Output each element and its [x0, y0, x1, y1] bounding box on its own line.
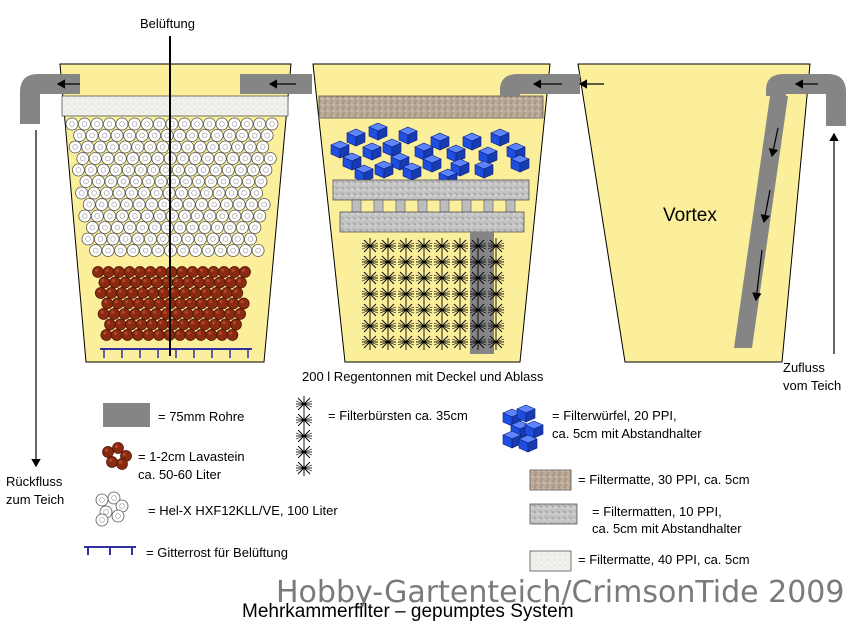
tank-2-riser-pipe — [470, 232, 494, 354]
filter-mat-10ppi-upper — [332, 179, 530, 201]
flow-arrows — [31, 79, 839, 468]
filter-mat-40ppi — [61, 95, 289, 117]
legend-helix-text: = Hel-X HXF12KLL/VE, 100 Liter — [148, 503, 338, 518]
filter-mat-10ppi-lower — [339, 211, 525, 233]
aeration-label: Belüftung — [140, 16, 195, 31]
legend-mat10-text-2: ca. 5cm mit Abstandhalter — [592, 521, 742, 536]
legend-mat40-text: = Filtermatte, 40 PPI, ca. 5cm — [578, 552, 750, 567]
legend-lava-text-2: ca. 50-60 Liter — [138, 467, 222, 482]
return-label-line2: zum Teich — [6, 492, 64, 507]
legend-cube-text-2: ca. 5cm mit Abstandhalter — [552, 426, 702, 441]
legend-mat30-swatch — [529, 469, 572, 491]
filter-mat-30ppi — [318, 95, 544, 119]
return-label-line1: Rückfluss — [6, 474, 63, 489]
legend-cube-text: = Filterwürfel, 20 PPI, — [552, 408, 677, 423]
inflow-pipe — [766, 74, 846, 126]
legend-grid-swatch — [84, 546, 136, 555]
legend-mat40-swatch — [529, 550, 572, 572]
pipe-2-3 — [500, 74, 580, 96]
legend-grid-text: = Gitterrost für Belüftung — [146, 545, 288, 560]
barrels-caption: 200 l Regentonnen mit Deckel und Ablass — [302, 369, 544, 384]
tank-2 — [312, 63, 551, 363]
legend-mat10-text: = Filtermatten, 10 PPI, — [592, 504, 722, 519]
aeration-grid — [100, 348, 252, 358]
tank-vortex: Vortex — [577, 63, 811, 363]
legend-helix-swatch — [95, 491, 129, 527]
legend-cube-swatch — [502, 404, 544, 453]
legend-pipe-swatch — [103, 403, 150, 427]
legend: = 75mm Rohre = 1-2cm Lavastein ca. 50-60… — [84, 395, 750, 572]
tank-1 — [59, 36, 292, 363]
legend-pipe-text: = 75mm Rohre — [158, 409, 244, 424]
legend-lava-text: = 1-2cm Lavastein — [138, 449, 245, 464]
legend-brush-text: = Filterbürsten ca. 35cm — [328, 408, 468, 423]
legend-mat10-swatch — [529, 503, 578, 525]
vortex-label: Vortex — [663, 205, 717, 226]
inflow-label-line2: vom Teich — [783, 378, 841, 393]
inflow-label-line1: Zufluss — [783, 360, 825, 375]
legend-lava-swatch — [102, 442, 132, 470]
spacers — [351, 199, 516, 213]
legend-mat30-text: = Filtermatte, 30 PPI, ca. 5cm — [578, 472, 750, 487]
legend-brush-swatch — [295, 395, 313, 477]
watermark: Hobby-Gartenteich/CrimsonTide 2009 — [276, 575, 844, 610]
diagram-title: Mehrkammerfilter – gepumptes System — [242, 601, 574, 622]
